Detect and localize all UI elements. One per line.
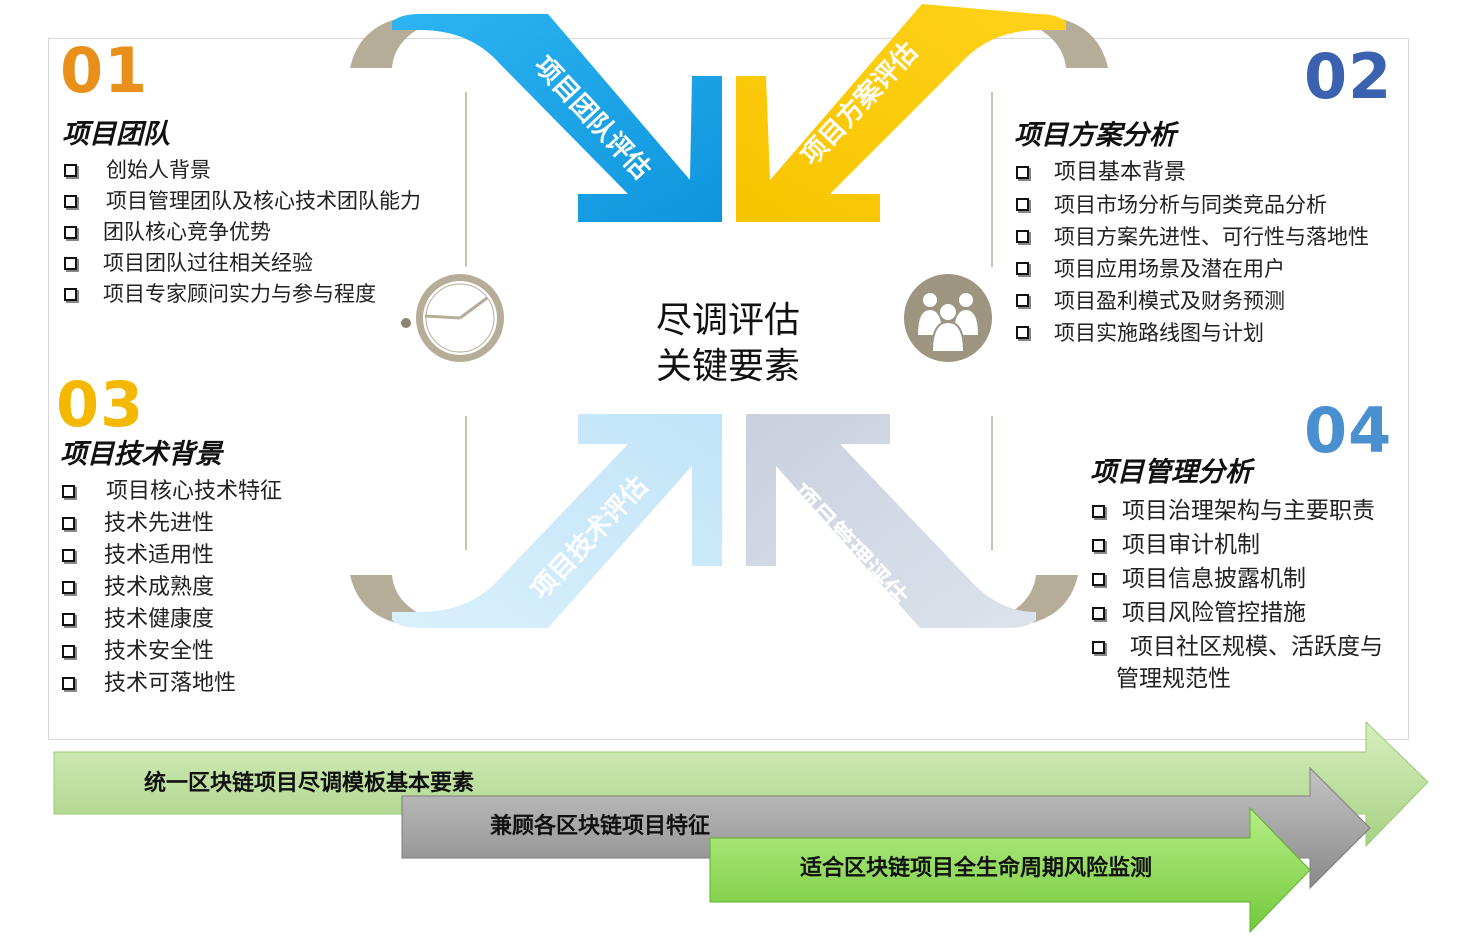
checkbox-icon <box>62 645 75 658</box>
separator-top-right <box>991 92 993 267</box>
arrow-mgmt <box>746 414 1036 628</box>
center-title-line2: 关键要素 <box>655 346 800 387</box>
list-item: 项目专家顾问实力与参与程度 <box>62 279 421 310</box>
content-frame <box>48 38 1409 740</box>
list-item: 项目核心技术特征 <box>60 476 282 508</box>
curl-top-left <box>350 16 452 68</box>
banner-3-text: 适合区块链项目全生命周期风险监测 <box>800 856 1153 881</box>
checkbox-icon <box>1016 262 1029 275</box>
checkbox-icon <box>64 164 77 177</box>
checkbox-icon <box>1092 539 1105 552</box>
list-item: 项目盈利模式及财务预测 <box>1014 285 1369 317</box>
list-item: 技术健康度 <box>60 604 282 636</box>
section-01-title: 项目团队 <box>62 119 170 150</box>
clock-icon <box>401 274 504 362</box>
list-item: 技术安全性 <box>60 636 282 668</box>
list-item: 技术可落地性 <box>60 668 282 700</box>
section-02-title: 项目方案分析 <box>1014 120 1176 151</box>
checkbox-icon <box>62 549 75 562</box>
list-item-continuation: 管理规范性 <box>1116 666 1231 692</box>
checkbox-icon <box>1092 505 1105 518</box>
people-group-icon <box>904 274 992 362</box>
checkbox-icon <box>1016 198 1029 211</box>
separator-top-left <box>465 92 467 267</box>
section-04-title: 项目管理分析 <box>1090 457 1252 488</box>
separator-bottom-right <box>991 416 993 550</box>
checkbox-icon <box>62 485 75 498</box>
section-03-list: 项目核心技术特征 技术先进性 技术适用性 技术成熟度 技术健康度 技术安全性 技… <box>60 476 282 700</box>
checkbox-icon <box>62 517 75 530</box>
section-02-number: 02 <box>1304 40 1393 113</box>
arrow-team <box>392 14 722 222</box>
checkbox-icon <box>62 677 75 690</box>
banner-3-arrow <box>709 806 1311 934</box>
checkbox-icon <box>1016 166 1029 179</box>
center-title: 尽调评估 关键要素 <box>612 298 844 390</box>
checkbox-icon <box>62 581 75 594</box>
list-item: 项目信息披露机制 <box>1090 562 1383 596</box>
list-item: 项目市场分析与同类竞品分析 <box>1014 189 1369 221</box>
banner-1-text: 统一区块链项目尽调模板基本要素 <box>144 771 475 796</box>
list-item: 技术成熟度 <box>60 572 282 604</box>
section-03-title: 项目技术背景 <box>60 439 222 470</box>
center-title-line1: 尽调评估 <box>655 300 800 341</box>
checkbox-icon <box>64 226 77 239</box>
list-item: 团队核心竞争优势 <box>62 217 421 248</box>
section-02-list: 项目基本背景 项目市场分析与同类竞品分析 项目方案先进性、可行性与落地性 项目应… <box>1014 157 1369 349</box>
list-item: 技术先进性 <box>60 508 282 540</box>
banner-2-text: 兼顾各区块链项目特征 <box>490 814 711 839</box>
checkbox-icon <box>1016 326 1029 339</box>
list-item: 项目风险管控措施 <box>1090 596 1383 630</box>
checkbox-icon <box>64 195 77 208</box>
list-item: 项目实施路线图与计划 <box>1014 317 1369 349</box>
checkbox-icon <box>1092 607 1105 620</box>
section-04-number: 04 <box>1304 394 1393 467</box>
checkbox-icon <box>1016 294 1029 307</box>
arrow-plan <box>736 4 1066 222</box>
list-item: 项目团队过往相关经验 <box>62 248 421 279</box>
list-item: 项目基本背景 <box>1014 157 1369 189</box>
arrow-tech <box>392 414 722 628</box>
separator-bottom-left <box>465 416 467 550</box>
section-04-list: 项目治理架构与主要职责 项目审计机制 项目信息披露机制 项目风险管控措施 项目社… <box>1090 494 1383 694</box>
list-item: 项目应用场景及潜在用户 <box>1014 253 1369 285</box>
list-item: 技术适用性 <box>60 540 282 572</box>
list-item: 项目审计机制 <box>1090 528 1383 562</box>
list-item: 项目治理架构与主要职责 <box>1090 494 1383 528</box>
banner-1-arrow <box>53 720 1429 848</box>
checkbox-icon <box>62 613 75 626</box>
checkbox-icon <box>64 288 77 301</box>
list-item: 项目管理团队及核心技术团队能力 <box>62 186 421 217</box>
list-item: 项目方案先进性、可行性与落地性 <box>1014 221 1369 253</box>
curl-bottom-left <box>350 575 452 626</box>
section-01-number: 01 <box>60 34 149 107</box>
section-03-number: 03 <box>56 368 145 441</box>
list-item: 创始人背景 <box>62 155 421 186</box>
curl-top-right <box>1006 16 1108 68</box>
list-item: 项目社区规模、活跃度与 <box>1090 630 1383 664</box>
checkbox-icon <box>1092 573 1105 586</box>
checkbox-icon <box>1016 230 1029 243</box>
section-01-list: 创始人背景 项目管理团队及核心技术团队能力 团队核心竞争优势 项目团队过往相关经… <box>62 155 421 310</box>
checkbox-icon <box>64 257 77 270</box>
curl-bottom-right <box>976 575 1078 626</box>
checkbox-icon <box>1092 641 1105 654</box>
